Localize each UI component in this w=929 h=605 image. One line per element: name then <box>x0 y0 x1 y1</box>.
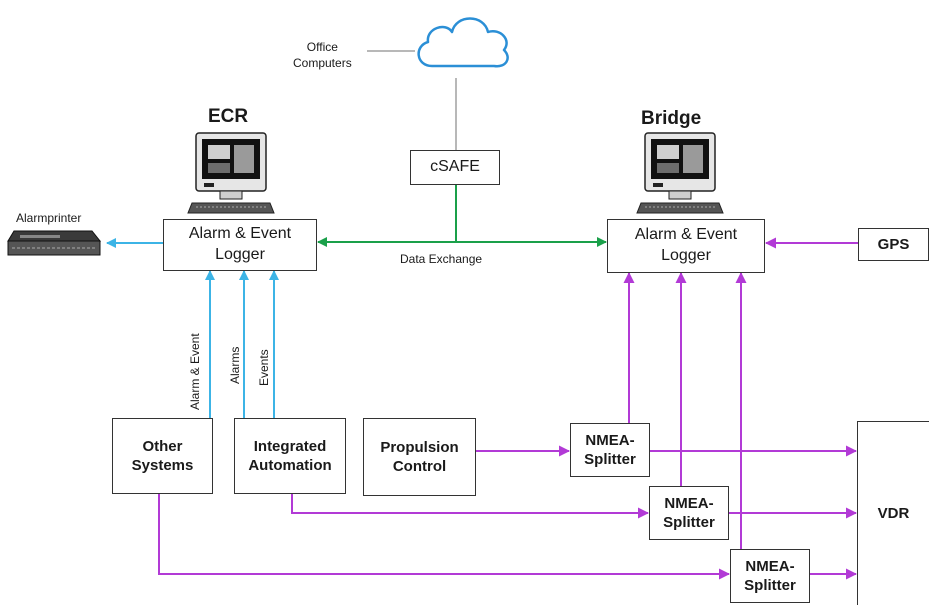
nmea-splitter-2-box: NMEA- Splitter <box>649 486 729 540</box>
ecr-alarm-event-logger-box: Alarm & Event Logger <box>163 219 317 271</box>
automation-to-splitter2-arrow <box>291 494 649 519</box>
gps-box: GPS <box>858 228 929 261</box>
alarm-event-vertical-label: Alarm & Event <box>188 333 202 410</box>
csafe-box: cSAFE <box>410 150 500 185</box>
nmea-splitter-3-box: NMEA- Splitter <box>730 549 810 603</box>
office-computers-label: Office Computers <box>293 40 352 70</box>
cloud-icon <box>417 17 509 68</box>
other-systems-to-splitter3-arrow <box>158 494 730 580</box>
nmea-splitter-1-box: NMEA- Splitter <box>570 423 650 477</box>
vdr-box: VDR <box>857 421 929 605</box>
bridge-heading: Bridge <box>641 108 702 129</box>
ecr-heading: ECR <box>208 106 249 127</box>
bridge-alarm-event-logger-box: Alarm & Event Logger <box>607 219 765 273</box>
printer-icon <box>7 230 102 256</box>
alarmprinter-label: Alarmprinter <box>16 211 82 225</box>
computer-monitor-icon <box>187 132 275 214</box>
computer-monitor-icon <box>636 132 724 214</box>
data-exchange-label: Data Exchange <box>400 252 483 266</box>
propulsion-control-box: Propulsion Control <box>363 418 476 496</box>
events-vertical-label: Events <box>257 349 271 386</box>
alarms-vertical-label: Alarms <box>228 346 242 384</box>
other-systems-box: Other Systems <box>112 418 213 494</box>
integrated-automation-box: Integrated Automation <box>234 418 346 494</box>
